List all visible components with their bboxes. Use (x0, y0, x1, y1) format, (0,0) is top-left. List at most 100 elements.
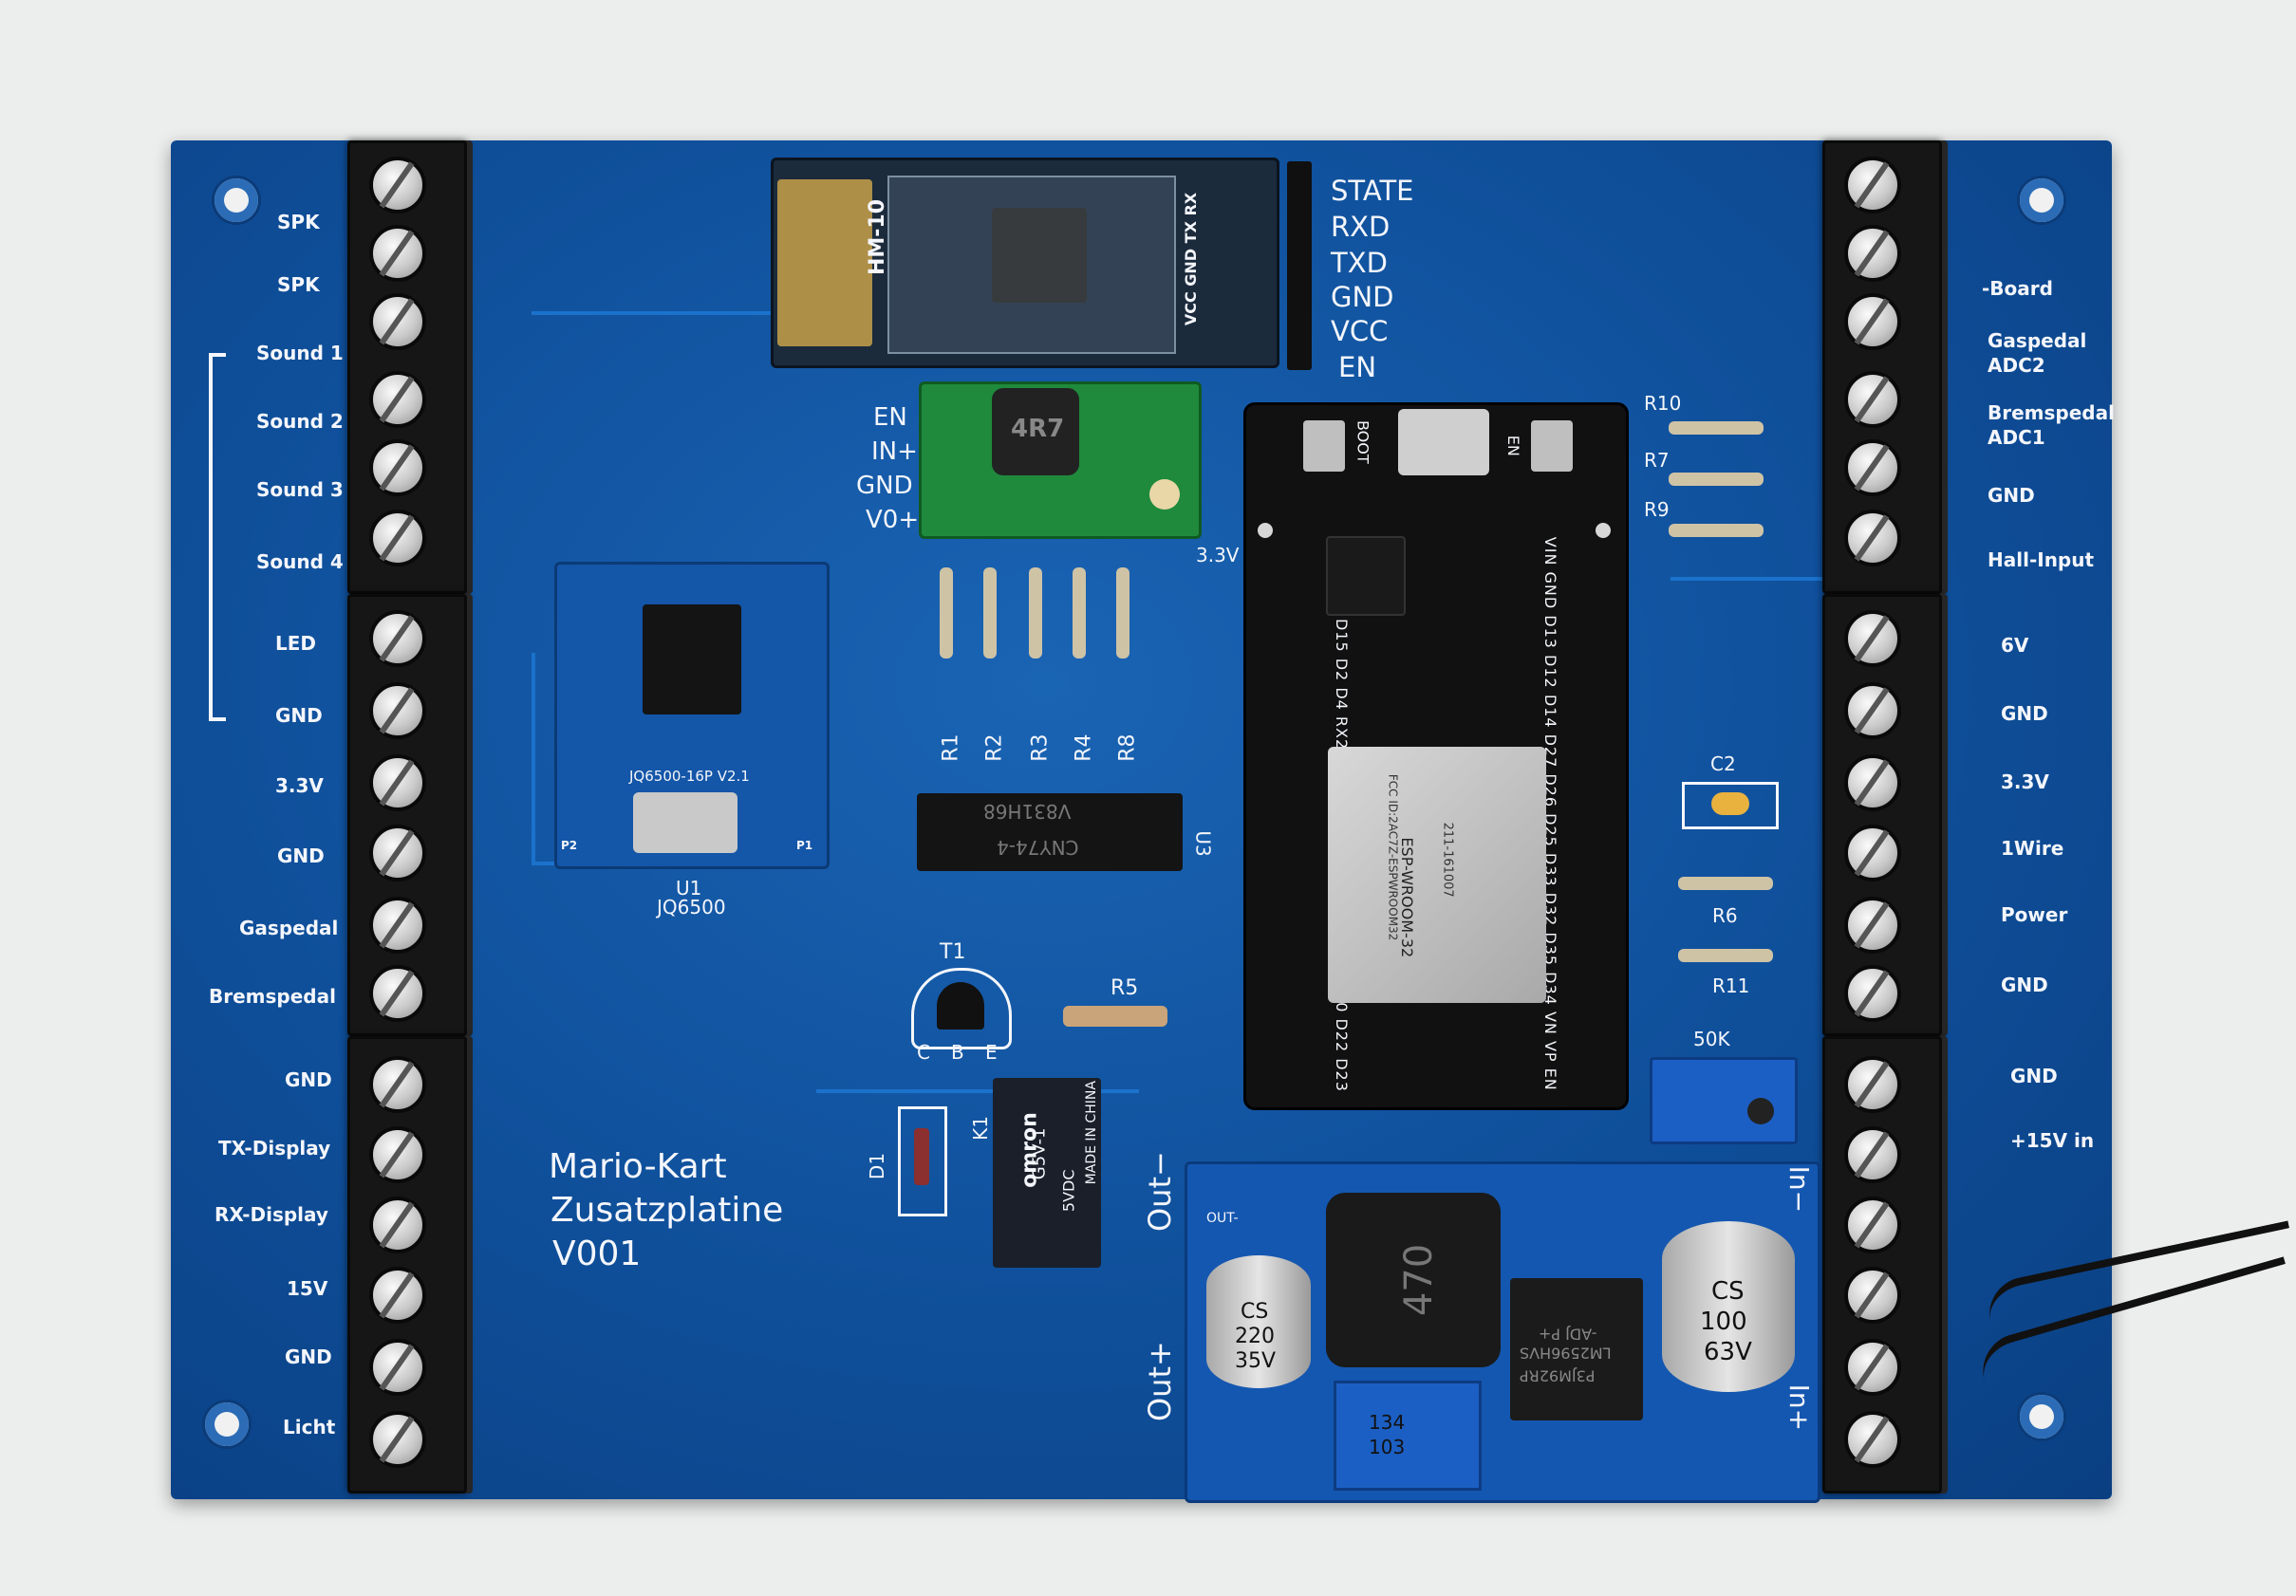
trim-line1: 134 (1369, 1411, 1406, 1434)
screw (369, 825, 426, 882)
buck-cap-220: CS 220 35V (1206, 1255, 1311, 1388)
left-label-spk-1: SPK (277, 211, 320, 233)
hm10-pin-state: STATE (1331, 175, 1414, 207)
resistor-r8 (1116, 567, 1129, 659)
left-label-led: LED (275, 632, 317, 655)
jq6500-board-text: JQ6500-16P V2.1 (629, 768, 750, 785)
r8-label: R8 (1115, 733, 1140, 762)
antenna (777, 179, 872, 346)
r1-label: R1 (939, 733, 963, 762)
buck-in-minus: In− (1783, 1165, 1816, 1214)
screw (369, 439, 426, 496)
esp32-devboard: BOOT EN 3V3 GND D15 D2 D4 RX2 TX2 D5 D18… (1243, 402, 1629, 1110)
screw (369, 1411, 426, 1468)
right-terminal-block-2 (1822, 594, 1942, 1036)
right-label-gnd-3: GND (2001, 974, 2048, 996)
esp32-shield-code: 211-161007 (1440, 822, 1455, 898)
left-label-gnd-4: GND (285, 1345, 332, 1368)
screw (1844, 439, 1901, 496)
left-terminal-block-1 (347, 140, 467, 594)
buck-converter-module: OUT- CS 220 35V 470 LM2596HVS -ADJ P+ P3… (1185, 1161, 1820, 1503)
cap2-line1: CS (1711, 1277, 1745, 1306)
hm10-shield (887, 176, 1176, 354)
esp32-usb-uart-chip (1326, 536, 1406, 616)
trace (816, 1089, 1139, 1093)
esp32-en-button (1531, 420, 1573, 472)
right-label-3v3: 3.3V (2001, 770, 2049, 793)
mounting-hole-bl (205, 1402, 249, 1446)
right-label-hall: Hall-Input (1988, 548, 2095, 571)
esp32-boot-label: BOOT (1353, 419, 1372, 464)
buck-ic-line3: P3JM92RP (1520, 1366, 1596, 1385)
hm10-pin-rxd: RXD (1331, 211, 1391, 243)
screw (1844, 1339, 1901, 1396)
screw (369, 225, 426, 282)
k1-label: K1 (968, 1116, 992, 1141)
small-regulator-module: 4R7 (919, 381, 1202, 539)
left-label-3v3: 3.3V (275, 774, 324, 797)
buck-ic-line1: LM2596HVS (1520, 1344, 1612, 1363)
capacitor-body (1711, 792, 1749, 815)
left-label-15v: 15V (287, 1277, 328, 1300)
left-label-licht: Licht (283, 1416, 336, 1438)
resistor-r4 (1073, 567, 1086, 659)
relay-model: G5V-1 (1029, 1127, 1050, 1180)
t1-label: T1 (940, 940, 966, 964)
screw (1844, 1126, 1901, 1183)
screw (1844, 610, 1901, 667)
reg-pin-vo: V0+ (866, 506, 920, 534)
r9-label: R9 (1644, 498, 1670, 521)
screw (369, 1267, 426, 1324)
screw (1844, 682, 1901, 739)
optocoupler-chip: V831H68 CNY74-4 (917, 793, 1183, 871)
screw (1844, 1197, 1901, 1253)
transistor-t1 (911, 968, 1012, 1049)
r2-label: R2 (982, 733, 1007, 762)
esp32-usb-port (1398, 409, 1489, 475)
regulator-inductor: 4R7 (992, 388, 1079, 475)
left-label-sound3: Sound 3 (256, 478, 344, 501)
buck-out-minus: Out− (1141, 1151, 1178, 1233)
capacitor-c2 (1682, 782, 1779, 829)
jq6500-pin-p1: P1 (796, 839, 813, 852)
trim-line2: 103 (1369, 1436, 1406, 1458)
screw (369, 754, 426, 811)
hm10-pin-header (1287, 161, 1312, 370)
trace (1671, 577, 1908, 581)
relay-k1: omron G5V-1 5VDC MADE IN CHINA (993, 1078, 1101, 1268)
screw (369, 293, 426, 350)
resistor-r3 (1029, 567, 1042, 659)
screw (1844, 293, 1901, 350)
screw (1844, 510, 1901, 566)
resistor-r2 (983, 567, 997, 659)
hm10-pin-gnd: GND (1331, 281, 1394, 313)
sound-bracket (209, 353, 226, 721)
board-title-line3: V001 (552, 1234, 642, 1273)
reg-pin-en: EN (873, 403, 907, 432)
left-terminal-block-3 (347, 1036, 467, 1494)
screw (369, 682, 426, 739)
esp32-pin (1593, 520, 1614, 541)
left-label-bremspedal: Bremspedal (209, 985, 336, 1008)
buck-ic: LM2596HVS -ADJ P+ P3JM92RP (1510, 1278, 1643, 1420)
transistor-body (937, 982, 984, 1030)
left-label-sound2: Sound 2 (256, 410, 344, 433)
right-label-gnd-1: GND (1988, 484, 2035, 507)
relay-voltage: 5VDC (1059, 1169, 1078, 1213)
screw (1844, 754, 1901, 811)
pot-50k (1650, 1057, 1798, 1144)
screw (1844, 1267, 1901, 1324)
esp32-en-label: EN (1503, 435, 1522, 456)
d1-label: D1 (866, 1152, 889, 1180)
screw (1844, 157, 1901, 213)
mounting-hole-tr (2020, 178, 2063, 222)
pot-screw (1747, 1098, 1774, 1124)
esp32-fcc: FCC ID:2AC7Z-ESPWROOM32 (1386, 773, 1400, 941)
screw (1844, 825, 1901, 882)
left-label-tx-display: TX-Display (218, 1137, 331, 1160)
screw (369, 965, 426, 1022)
cap1-line2: 220 (1235, 1325, 1275, 1348)
right-terminal-block-1 (1822, 140, 1942, 594)
mounting-hole-tl (215, 178, 258, 222)
left-label-spk-2: SPK (277, 273, 320, 296)
